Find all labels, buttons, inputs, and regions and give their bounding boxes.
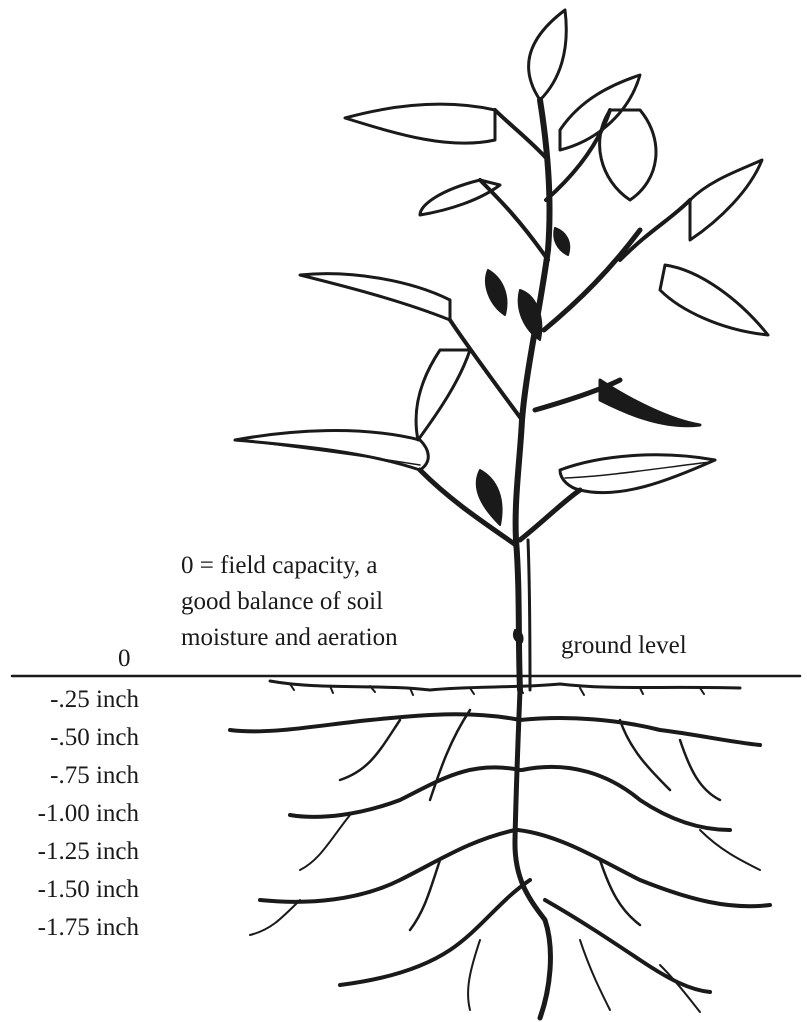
bud	[486, 270, 507, 315]
bud	[477, 470, 502, 525]
depth-label: -1.25 inch	[38, 837, 139, 867]
leaf	[560, 455, 715, 493]
leaf	[529, 10, 567, 100]
field-capacity-annotation: 0 = field capacity, a good balance of so…	[181, 548, 398, 656]
ground-level-label: ground level	[561, 631, 687, 661]
leaf	[660, 265, 768, 335]
main-stem	[516, 100, 550, 690]
depth-label: -1.75 inch	[38, 913, 139, 943]
depth-label: -.50 inch	[50, 723, 139, 753]
depth-label: -.75 inch	[50, 761, 139, 791]
taproot	[515, 690, 550, 1018]
zero-label: 0	[118, 644, 131, 674]
annotation-line: good balance of soil	[181, 584, 398, 620]
leaf	[416, 350, 470, 440]
leaf	[235, 431, 428, 470]
soil-surface	[270, 681, 740, 690]
depth-label: -1.00 inch	[38, 799, 139, 829]
annotation-line: moisture and aeration	[181, 620, 398, 656]
leaf	[690, 160, 762, 240]
depth-label: -.25 inch	[50, 685, 139, 715]
bud	[554, 228, 569, 255]
depth-label: -1.50 inch	[38, 875, 139, 905]
leaf	[300, 274, 450, 320]
leaf	[600, 380, 700, 426]
annotation-line: 0 = field capacity, a	[181, 548, 398, 584]
leaf	[345, 104, 495, 143]
